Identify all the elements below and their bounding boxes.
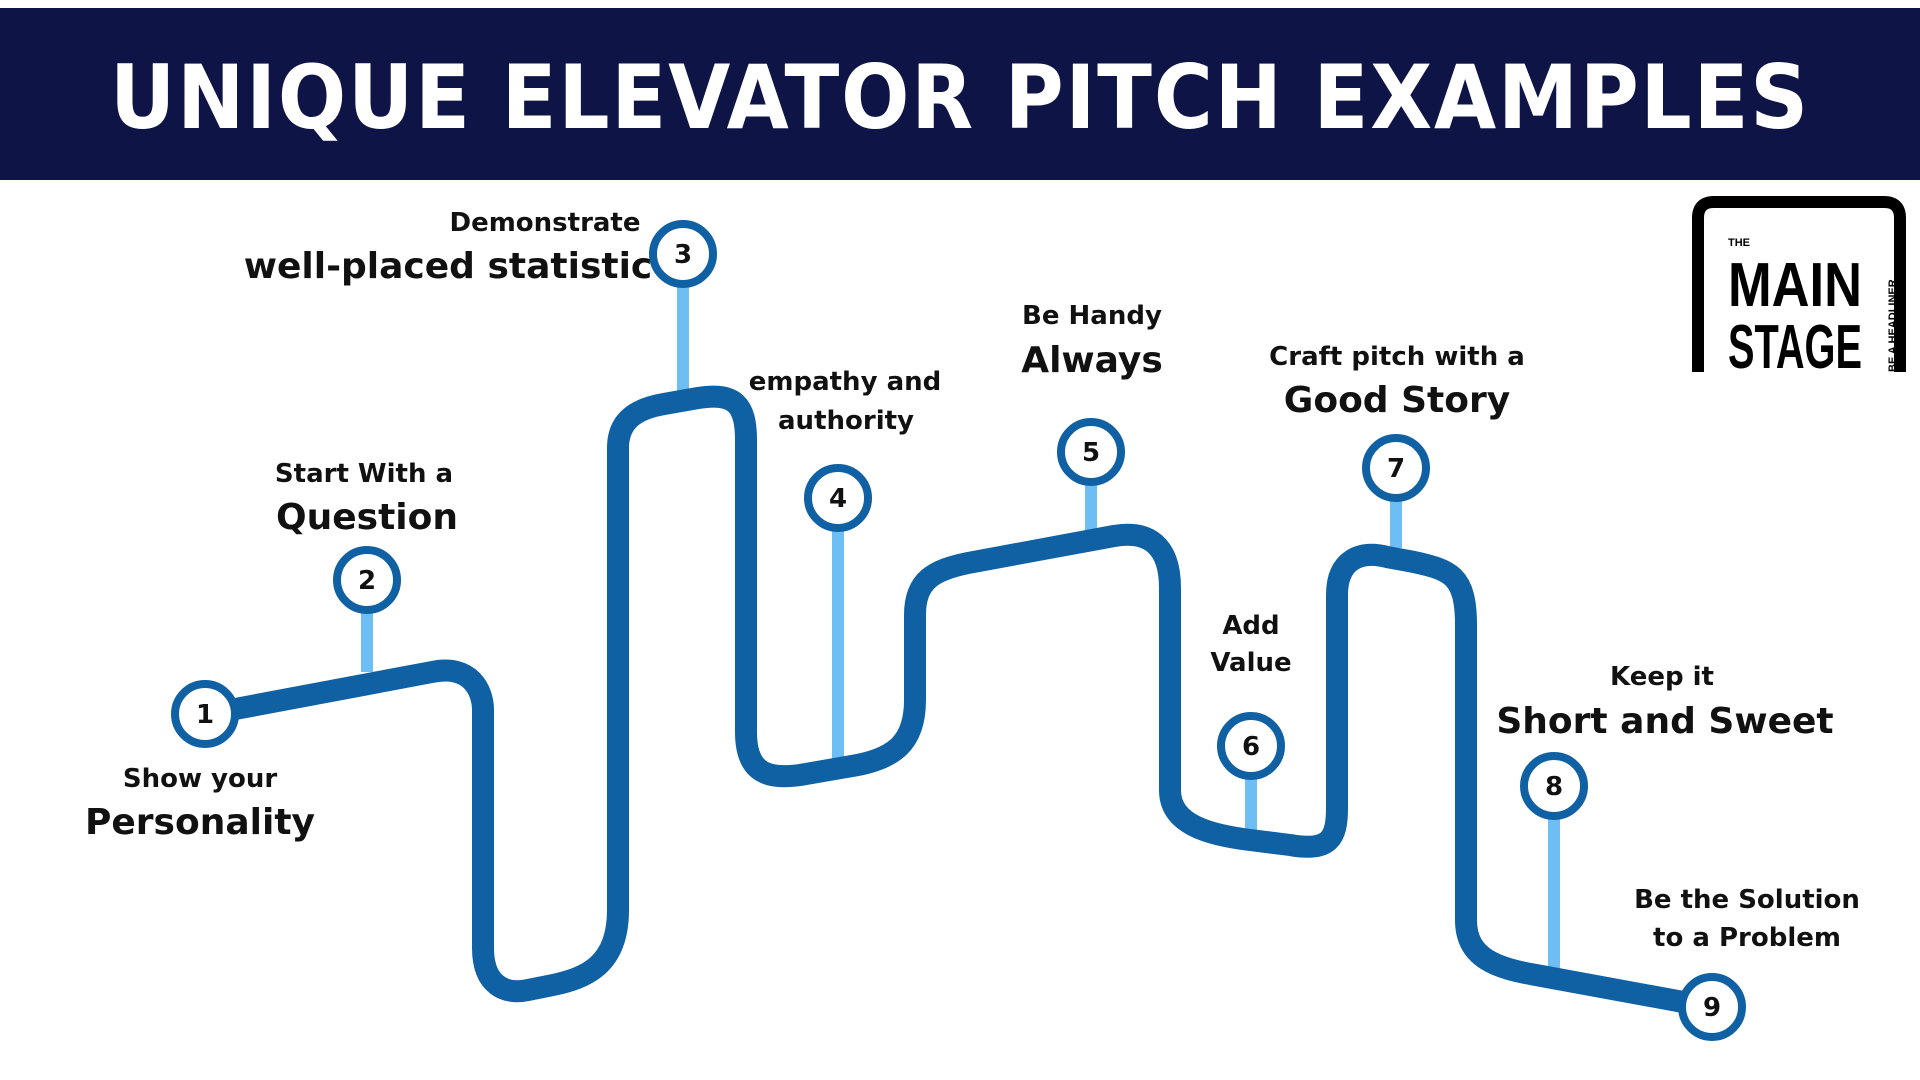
step-2-node: 2 [333, 546, 401, 614]
step-2-number: 2 [358, 566, 376, 596]
step-8-node: 8 [1520, 752, 1588, 820]
step-1-label-small: Show your [123, 764, 277, 794]
step-nodes: 1 2 3 4 5 6 7 8 [171, 220, 1746, 1041]
step-6-number: 6 [1242, 732, 1260, 762]
main-stage-logo: THE MAIN STAGE BE A HEADLINER [1692, 196, 1906, 382]
step-1-node: 1 [171, 680, 239, 748]
node-ring [333, 546, 401, 614]
step-5-node: 5 [1057, 418, 1125, 486]
step-4-node: 4 [804, 464, 872, 532]
step-3-label-small: Demonstrate [449, 208, 640, 238]
step-6-label-line1: Add [1222, 611, 1279, 641]
step-1-number: 1 [196, 700, 214, 730]
winding-path [219, 385, 1705, 1015]
step-2-label-big: Question [276, 497, 458, 538]
step-7-label-small: Craft pitch with a [1269, 342, 1525, 372]
node-ring [171, 680, 239, 748]
step-6-node: 6 [1217, 712, 1285, 780]
step-7-node: 7 [1362, 434, 1430, 502]
logo-stage: STAGE [1728, 313, 1862, 382]
step-1-label-big: Personality [85, 802, 315, 843]
step-4-label-line2: authority [778, 406, 914, 436]
step-labels: Show your Personality Start With a Quest… [85, 208, 1860, 953]
logo-main: MAIN [1728, 251, 1862, 320]
logo-the: THE [1728, 237, 1750, 249]
step-2-label-small: Start With a [275, 459, 453, 489]
step-3-node: 3 [649, 220, 717, 288]
step-4-number: 4 [829, 484, 847, 514]
node-ring [649, 220, 717, 288]
node-ring [804, 464, 872, 532]
step-9-label-line1: Be the Solution [1634, 885, 1860, 915]
step-8-label-small: Keep it [1610, 662, 1714, 692]
node-ring [1217, 712, 1285, 780]
step-4-label-line1: empathy and [749, 367, 942, 397]
logo-frame [1692, 196, 1906, 372]
node-ring [1057, 418, 1125, 486]
logo-tagline: BE A HEADLINER [1887, 279, 1899, 372]
page-title: UNIQUE ELEVATOR PITCH EXAMPLES [110, 46, 1810, 149]
step-9-label-line2: to a Problem [1653, 923, 1841, 953]
node-ring [1362, 434, 1430, 502]
step-3-label-big: well-placed statistic [244, 246, 653, 287]
step-7-number: 7 [1387, 454, 1405, 484]
connectors [361, 282, 1560, 970]
node-ring [1520, 752, 1588, 820]
step-5-label-big: Always [1021, 340, 1163, 381]
step-5-label-small: Be Handy [1022, 301, 1162, 331]
node-ring [1678, 973, 1746, 1041]
step-7-label-big: Good Story [1284, 380, 1510, 421]
step-3-number: 3 [674, 240, 692, 270]
step-6-label-line2: Value [1210, 648, 1291, 678]
step-9-number: 9 [1703, 993, 1721, 1023]
step-8-label-big: Short and Sweet [1496, 701, 1833, 742]
step-5-number: 5 [1082, 438, 1100, 468]
title-banner [0, 8, 1920, 180]
step-8-number: 8 [1545, 772, 1563, 802]
step-9-node: 9 [1678, 973, 1746, 1041]
